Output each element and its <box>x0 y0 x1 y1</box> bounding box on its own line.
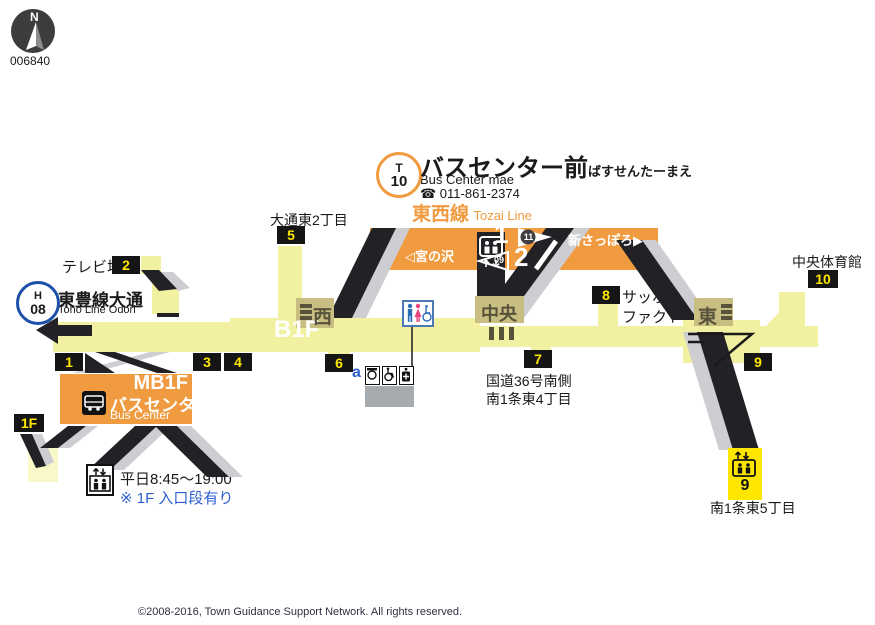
exit-2-label: テレビ塔 <box>62 259 123 276</box>
elevator-hours: 平日8:45～19:00 <box>120 471 232 488</box>
station-line-letter: T <box>395 160 403 175</box>
concourse-corridors <box>53 246 818 363</box>
bus-center-ja: バスセンター <box>110 396 212 415</box>
car-guide-left: 09 <box>493 255 504 265</box>
station-name-kana: ばすせんたーまえ <box>588 164 693 179</box>
stairs-black <box>20 228 759 477</box>
exit-4: 4 <box>224 353 252 371</box>
line-name: 東西線 Tozai Line <box>412 199 532 226</box>
station-name-ja: バスセンター前 <box>420 155 588 182</box>
track2-number: 2 <box>514 242 529 272</box>
station-name-en: Bus Center mae <box>420 172 514 187</box>
restroom-sign <box>402 300 434 327</box>
line-name-en: Tozai Line <box>473 208 533 223</box>
compass-north-label: N <box>30 10 39 24</box>
mens-room-icon <box>407 303 413 322</box>
area-center: 中央 <box>481 304 517 324</box>
transfer-station-badge: H 08 <box>16 281 60 325</box>
exit-1: 1 <box>55 353 83 371</box>
elevator-icon-platform <box>479 236 503 268</box>
transfer-name-ja: 東豊線大通 <box>58 291 143 310</box>
car-guide-pennants <box>475 228 552 272</box>
payphone-icon <box>365 366 380 385</box>
exit-10: 10 <box>808 270 838 288</box>
womens-room-icon <box>414 303 422 322</box>
elevator-icon-1f <box>86 464 114 496</box>
left-arrow-icon <box>36 317 92 344</box>
area-west: 西 <box>313 307 333 328</box>
escalator-stripe <box>533 239 559 271</box>
exit-2: 2 <box>112 256 140 274</box>
compass: N <box>10 8 56 54</box>
platform-bar <box>370 228 658 270</box>
floor-label-b1f: B1F <box>274 316 320 343</box>
exit-1f: 1F <box>14 414 44 432</box>
exit-5-label: 大通東2丁目 <box>270 212 348 228</box>
station-number-badge: T 10 <box>376 152 422 198</box>
exit-7: 7 <box>524 350 552 368</box>
compass-icon <box>11 9 55 53</box>
map-number: 006840 <box>10 54 51 68</box>
exit-8: 8 <box>592 286 620 304</box>
floor-label-mb1f: MB1F <box>133 372 188 394</box>
track1-number: 1 <box>494 219 509 249</box>
transfer-line-letter: H <box>34 289 42 302</box>
exit-7-label2: 南1条東4丁目 <box>486 391 572 407</box>
exit-6: 6 <box>325 354 353 372</box>
facility-counter-block <box>365 386 414 407</box>
copyright: ©2008-2016, Town Guidance Support Networ… <box>138 606 463 618</box>
station-number: 10 <box>390 172 408 190</box>
destination-right: 新さっぽろ▶ <box>568 233 643 248</box>
exit-7-label1: 国道36号南側 <box>486 373 572 389</box>
station-phone: ☎ 011-861-2374 <box>420 186 520 201</box>
exit-9: 9 <box>744 353 772 371</box>
exit-10-label: 中央体育館 <box>792 254 862 270</box>
wheelchair-access-icon <box>422 305 432 322</box>
transfer-name-en: Toho Line Odori <box>58 304 136 316</box>
facility-marker-a: a <box>352 364 361 381</box>
car-guide-right: 11 <box>523 232 534 242</box>
entrance-step-note: ※ 1F 入口段有り <box>120 490 234 507</box>
bus-center-en: Bus Center <box>110 408 171 422</box>
elevator-icon-exit9 <box>732 451 756 477</box>
aed-icon <box>399 366 414 385</box>
wheelchair-icon <box>382 366 397 385</box>
exit-9-street-number: 9 <box>740 477 750 494</box>
handrail-lines <box>688 332 756 367</box>
area-east: 東 <box>698 307 718 328</box>
exit-3: 3 <box>193 353 221 371</box>
transfer-station-number: 08 <box>30 300 46 317</box>
bus-icon <box>82 391 106 415</box>
station-name: バスセンター前ばすせんたーまえ <box>420 148 692 183</box>
line-name-ja: 東西線 <box>412 204 470 225</box>
exit-5: 5 <box>277 226 305 244</box>
area-boxes <box>296 296 733 340</box>
destination-left: ◁宮の沢 <box>405 249 454 264</box>
exit-9-street-label: 南1条東5丁目 <box>710 500 796 516</box>
